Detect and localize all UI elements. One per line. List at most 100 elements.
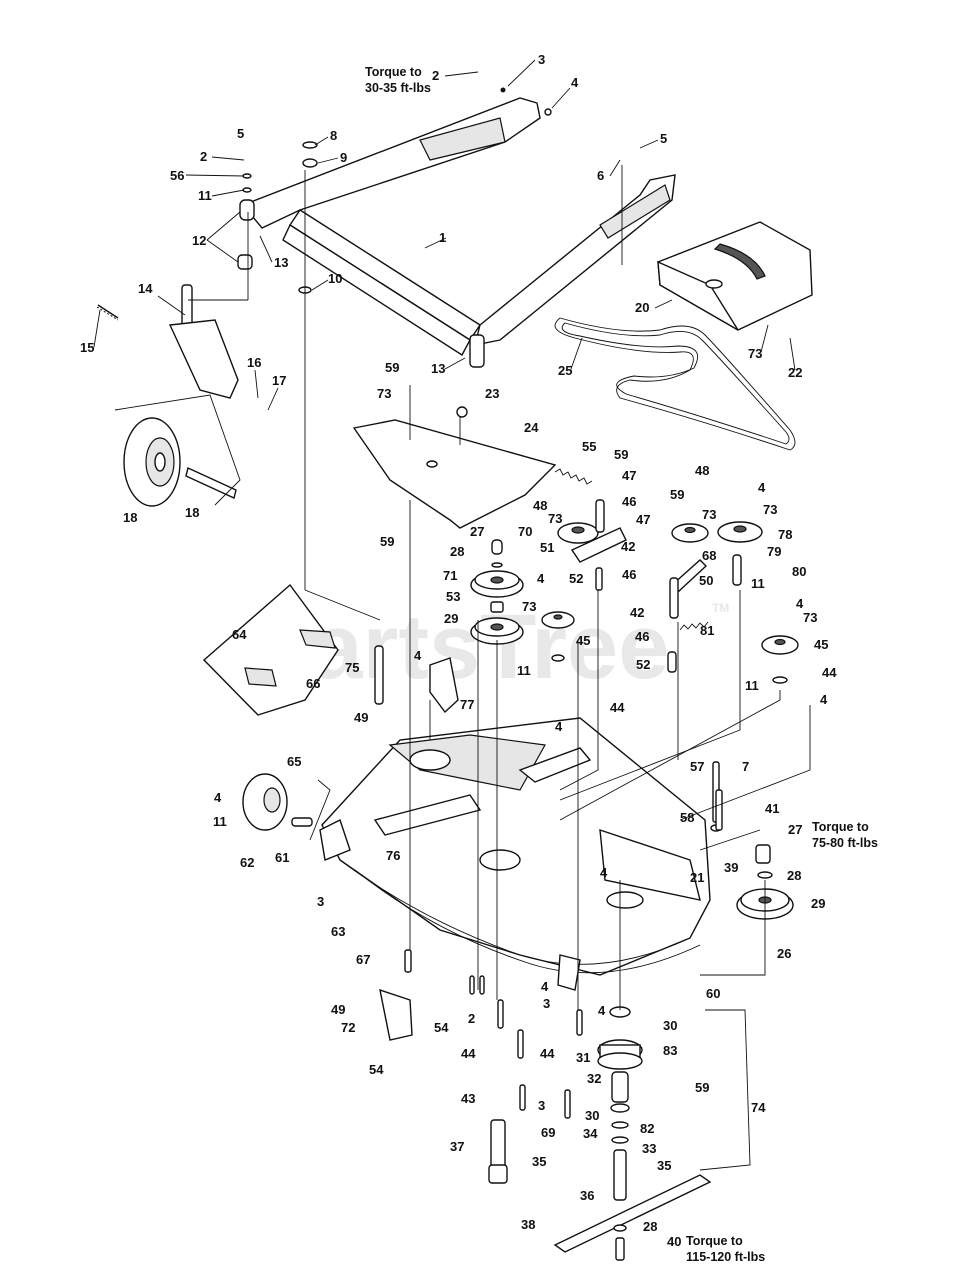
callout-32: 32 [587, 1071, 601, 1086]
deck-bolts [379, 789, 723, 1119]
callout-46: 46 [635, 629, 649, 644]
callout-78: 78 [778, 527, 792, 542]
rear-anti-scalp-wheel [242, 773, 313, 831]
leader-lines [304, 165, 811, 1010]
callout-60: 60 [706, 986, 720, 1001]
callout-4: 4 [555, 719, 563, 734]
callout-33: 33 [642, 1141, 656, 1156]
callout-14: 14 [138, 281, 153, 296]
callout-77: 77 [460, 697, 474, 712]
callout-27: 27 [788, 822, 802, 837]
callout-51: 51 [540, 540, 554, 555]
callout-15: 15 [80, 340, 94, 355]
torque-note-middle: Torque to 75-80 ft-lbs [812, 820, 878, 850]
callout-49: 49 [354, 710, 368, 725]
callout-43: 43 [461, 1091, 475, 1106]
callout-44: 44 [822, 665, 837, 680]
callout-25: 25 [558, 363, 572, 378]
callout-55: 55 [582, 439, 596, 454]
callout-54: 54 [434, 1020, 449, 1035]
callout-4: 4 [541, 979, 549, 994]
callout-48: 48 [533, 498, 547, 513]
callout-73: 73 [748, 346, 762, 361]
front-caster-hardware [96, 141, 318, 399]
callout-11: 11 [745, 678, 759, 693]
callout-2: 2 [432, 68, 439, 83]
callout-28: 28 [643, 1219, 657, 1234]
svg-text:Torque to: Torque to [686, 1234, 743, 1248]
callout-26: 26 [777, 946, 791, 961]
callout-72: 72 [341, 1020, 355, 1035]
callout-3: 3 [317, 894, 324, 909]
callout-10: 10 [328, 271, 342, 286]
callout-73: 73 [763, 502, 777, 517]
callout-6: 6 [597, 168, 604, 183]
callout-29: 29 [444, 611, 458, 626]
callout-81: 81 [700, 623, 714, 638]
callout-28: 28 [450, 544, 464, 559]
torque-note-top: Torque to 30-35 ft-lbs [365, 65, 431, 95]
callout-58: 58 [680, 810, 694, 825]
callout-73: 73 [803, 610, 817, 625]
callout-24: 24 [524, 420, 539, 435]
callout-44: 44 [540, 1046, 555, 1061]
callout-74: 74 [751, 1100, 766, 1115]
callout-labels: 3 2 4 5 8 5 2 9 56 6 11 1 12 13 10 14 20… [80, 52, 837, 1249]
callout-73: 73 [377, 386, 391, 401]
callout-leaders [93, 59, 796, 411]
callout-59: 59 [614, 447, 628, 462]
callout-13: 13 [431, 361, 445, 376]
callout-12: 12 [192, 233, 206, 248]
callout-52: 52 [636, 657, 650, 672]
callout-47: 47 [622, 468, 636, 483]
mower-deck-housing [319, 717, 711, 991]
callout-83: 83 [663, 1043, 677, 1058]
callout-53: 53 [446, 589, 460, 604]
callout-56: 56 [170, 168, 184, 183]
torque-note-bottom: Torque to 115-120 ft-lbs [686, 1234, 765, 1264]
front-caster-wheel [114, 394, 241, 507]
callout-18: 18 [185, 505, 199, 520]
callout-67: 67 [356, 952, 370, 967]
callout-20: 20 [635, 300, 649, 315]
callout-23: 23 [485, 386, 499, 401]
svg-text:30-35 ft-lbs: 30-35 ft-lbs [365, 81, 431, 95]
callout-4: 4 [758, 480, 766, 495]
callout-4: 4 [537, 571, 545, 586]
callout-79: 79 [767, 544, 781, 559]
drive-belt [554, 317, 796, 451]
callout-70: 70 [518, 524, 532, 539]
callout-36: 36 [580, 1188, 594, 1203]
callout-64: 64 [232, 627, 247, 642]
callout-76: 76 [386, 848, 400, 863]
callout-80: 80 [792, 564, 806, 579]
callout-27: 27 [470, 524, 484, 539]
belt-cover [657, 221, 813, 331]
spindle-shaft-37 [488, 1119, 508, 1184]
callout-9: 9 [340, 150, 347, 165]
callout-29: 29 [811, 896, 825, 911]
callout-46: 46 [622, 567, 636, 582]
callout-40: 40 [667, 1234, 681, 1249]
callout-44: 44 [461, 1046, 476, 1061]
callout-4: 4 [214, 790, 222, 805]
svg-text:Torque to: Torque to [812, 820, 869, 834]
callout-73: 73 [702, 507, 716, 522]
callout-4: 4 [796, 596, 804, 611]
callout-45: 45 [814, 637, 828, 652]
callout-19: 18 [123, 510, 137, 525]
callout-11: 11 [198, 188, 212, 203]
callout-35: 35 [532, 1154, 546, 1169]
callout-62: 62 [240, 855, 254, 870]
callout-1: 1 [439, 230, 446, 245]
callout-61: 61 [275, 850, 289, 865]
callout-37: 37 [450, 1139, 464, 1154]
callout-42: 42 [630, 605, 644, 620]
callout-8: 8 [330, 128, 337, 143]
callout-47: 47 [636, 512, 650, 527]
callout-5: 5 [660, 131, 667, 146]
callout-46: 46 [622, 494, 636, 509]
idler-pulley-assembly [374, 468, 799, 714]
svg-text:115-120 ft-lbs: 115-120 ft-lbs [686, 1250, 765, 1264]
